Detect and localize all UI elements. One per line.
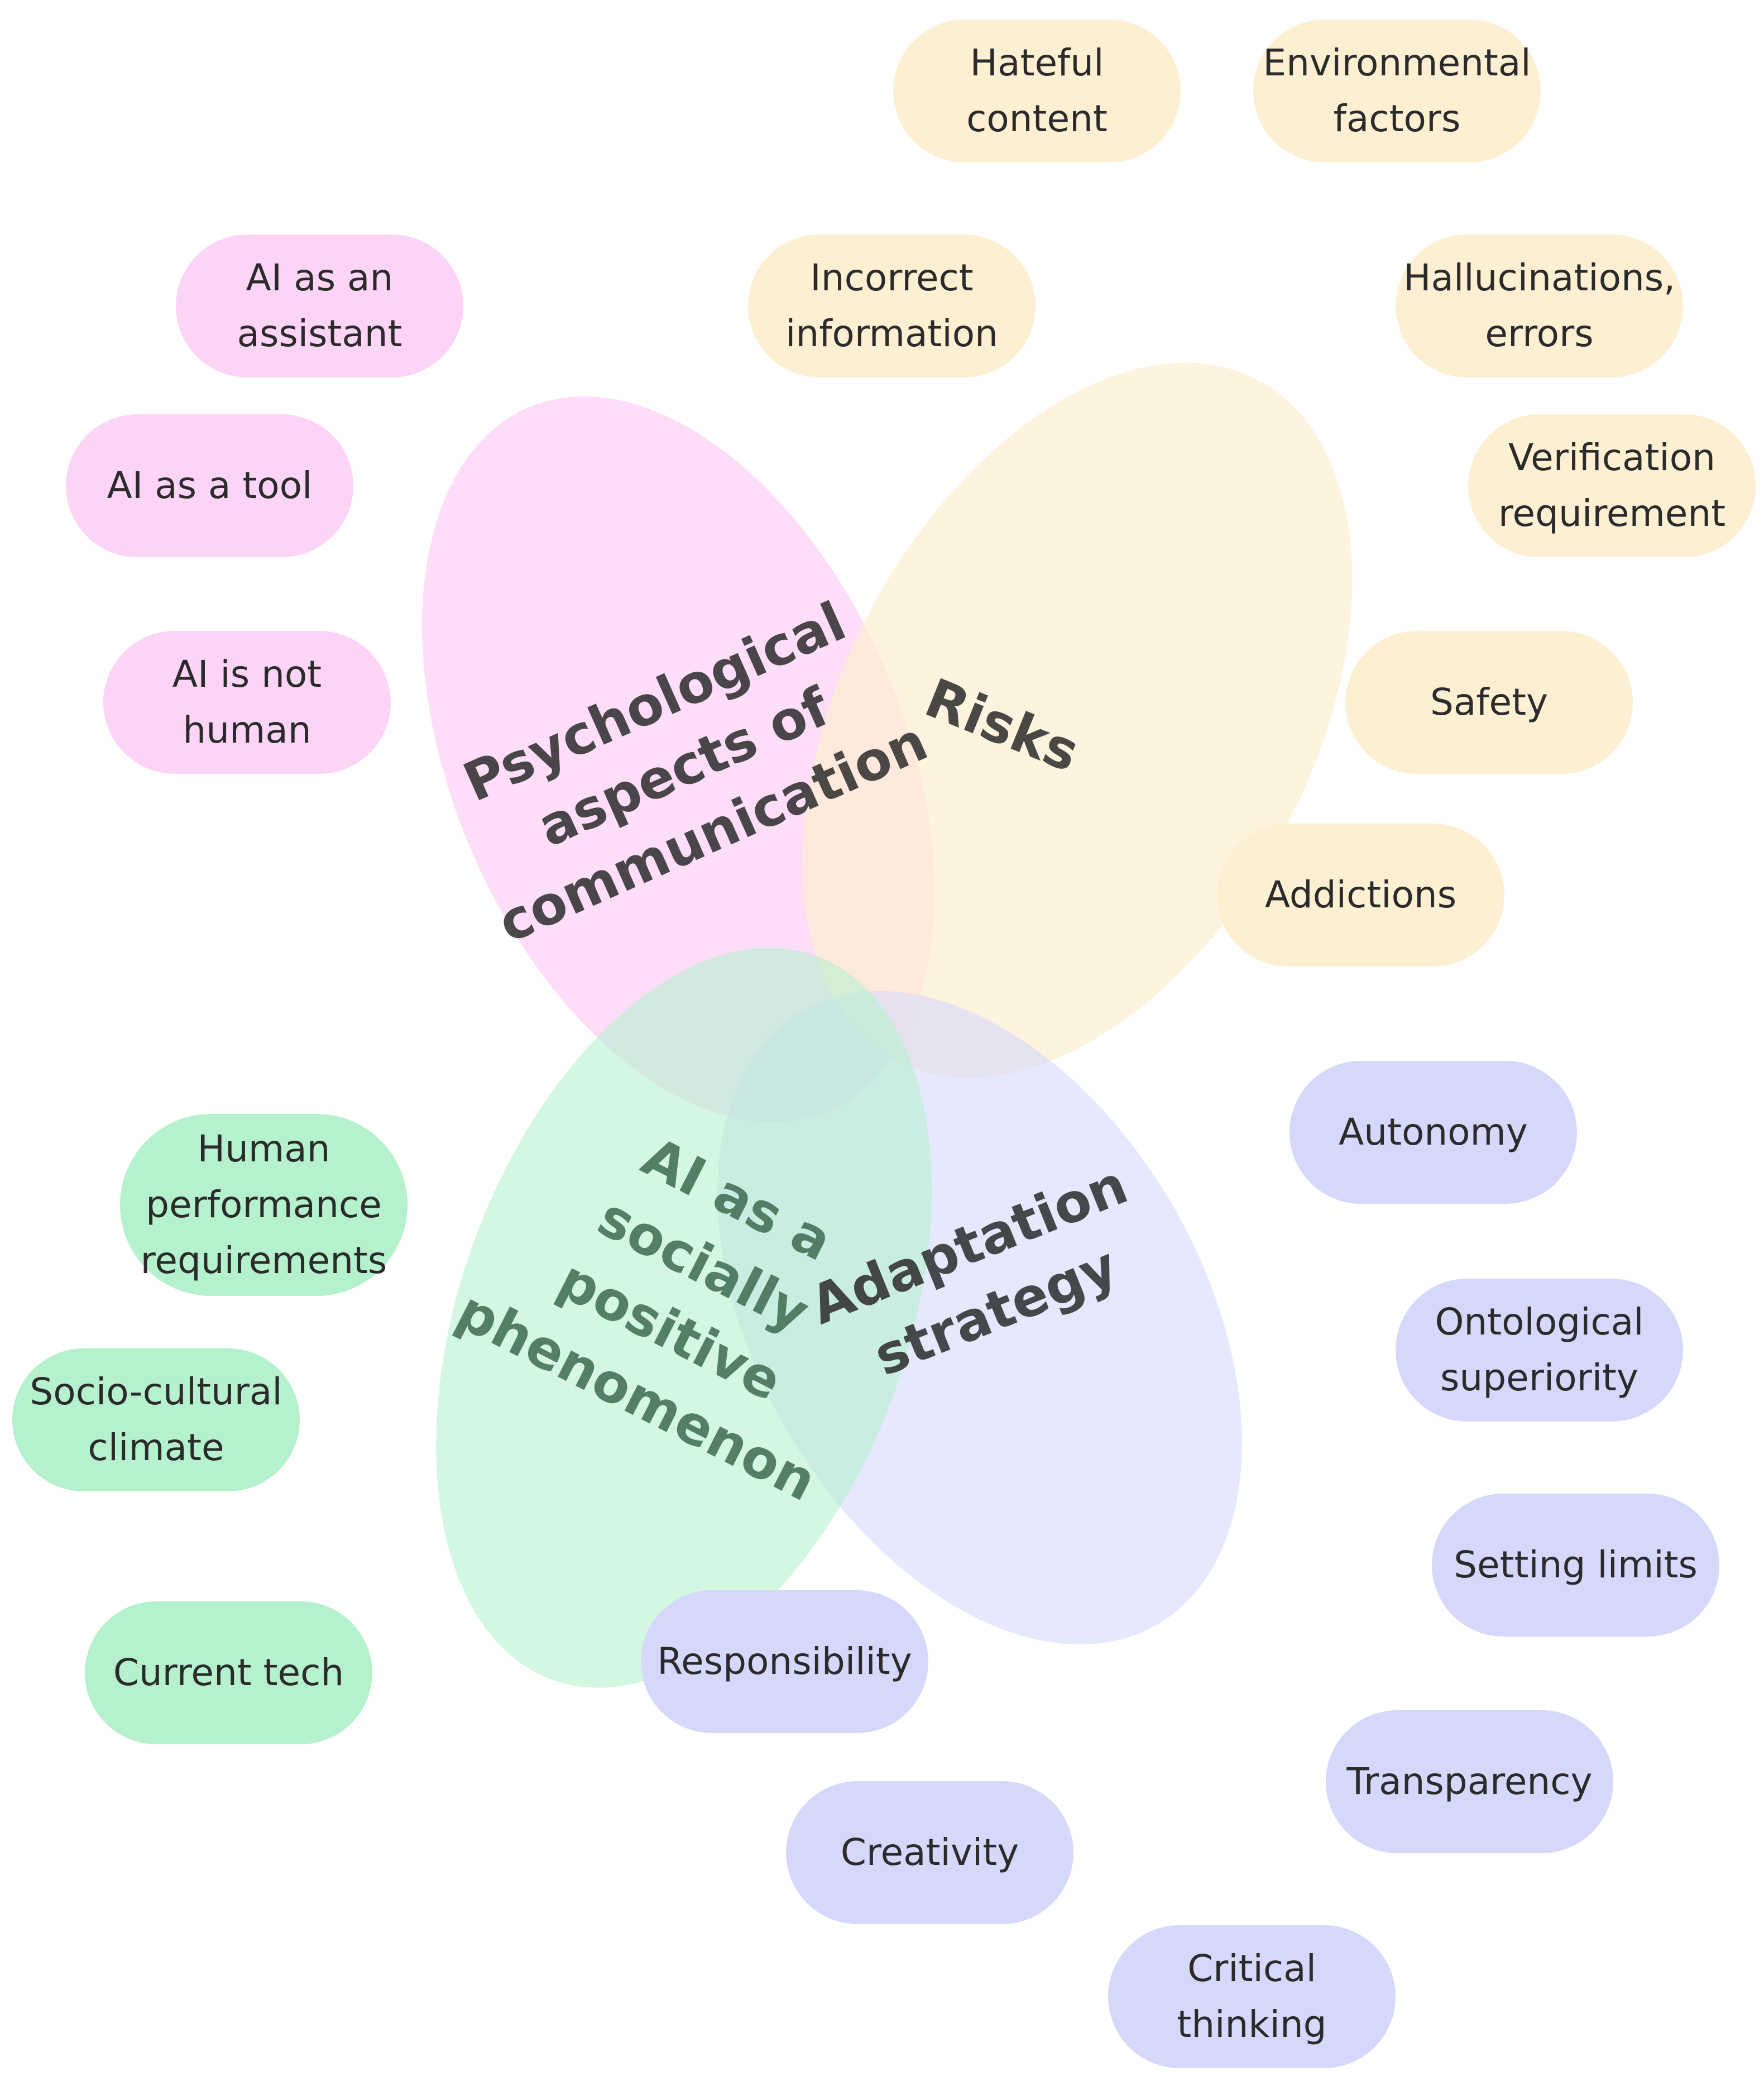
item-current-tech: Current tech bbox=[85, 1601, 372, 1744]
item-responsibility: Responsibility bbox=[641, 1590, 928, 1733]
item-hateful-content: Hateful content bbox=[893, 20, 1181, 162]
item-ai-as-assistant: AI as an assistant bbox=[176, 235, 463, 377]
item-transparency: Transparency bbox=[1326, 1710, 1613, 1853]
item-label: Ontological superiority bbox=[1435, 1300, 1644, 1399]
item-socio-cultural: Socio-cultural climate bbox=[12, 1348, 300, 1491]
petal-social bbox=[436, 948, 932, 1688]
item-label: Hallucinations, errors bbox=[1403, 256, 1676, 355]
petal-risks bbox=[802, 362, 1353, 1078]
item-autonomy: Autonomy bbox=[1290, 1061, 1577, 1204]
item-label: Safety bbox=[1430, 681, 1549, 724]
item-environmental-factors: Environmental factors bbox=[1253, 20, 1541, 162]
petal-psychology bbox=[422, 396, 934, 1123]
item-label: Environmental factors bbox=[1263, 41, 1531, 140]
item-addictions: Addictions bbox=[1217, 824, 1504, 967]
category-label-psychology: Psychologicalaspects ofcommunication bbox=[431, 580, 936, 955]
item-label: Critical thinking bbox=[1177, 1947, 1327, 2046]
item-hallucinations: Hallucinations, errors bbox=[1396, 235, 1683, 377]
item-ai-as-tool: AI as a tool bbox=[66, 414, 353, 557]
item-setting-limits: Setting limits bbox=[1432, 1494, 1719, 1637]
item-label: Autonomy bbox=[1339, 1111, 1528, 1154]
item-label: Hateful content bbox=[966, 41, 1108, 140]
item-critical-thinking: Critical thinking bbox=[1108, 1925, 1396, 2068]
item-human-performance: Human performance requirements bbox=[120, 1114, 408, 1296]
item-ontological: Ontological superiority bbox=[1396, 1279, 1683, 1422]
item-label: Addictions bbox=[1264, 873, 1457, 916]
item-label: Incorrect information bbox=[785, 256, 998, 355]
item-label: Human performance requirements bbox=[140, 1127, 387, 1282]
item-label: Verification requirement bbox=[1498, 436, 1726, 535]
item-label: AI as a tool bbox=[107, 464, 313, 507]
item-label: AI is not human bbox=[172, 653, 322, 752]
item-safety: Safety bbox=[1345, 631, 1633, 774]
item-label: Responsibility bbox=[657, 1640, 912, 1683]
item-ai-not-human: AI is not human bbox=[103, 631, 391, 774]
item-label: Setting limits bbox=[1454, 1543, 1698, 1586]
item-creativity: Creativity bbox=[786, 1781, 1073, 1924]
item-verification: Verification requirement bbox=[1468, 414, 1756, 557]
item-incorrect-information: Incorrect information bbox=[748, 235, 1036, 377]
item-label: AI as an assistant bbox=[237, 256, 402, 355]
item-label: Creativity bbox=[840, 1831, 1019, 1874]
item-label: Transparency bbox=[1346, 1760, 1593, 1803]
item-label: Socio-cultural climate bbox=[30, 1370, 282, 1469]
item-label: Current tech bbox=[113, 1651, 344, 1694]
